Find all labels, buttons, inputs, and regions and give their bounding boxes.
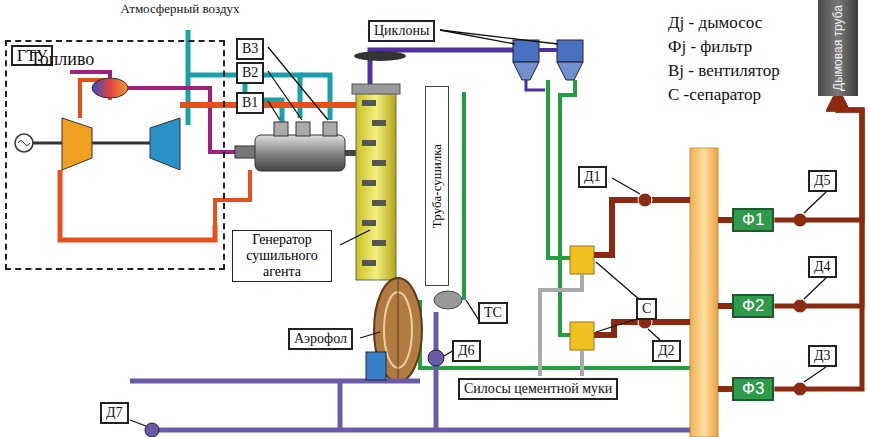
node-text: Д3: [814, 347, 831, 365]
node-text: Труба-сушилка: [429, 144, 445, 228]
callout-number: ТС: [478, 302, 508, 324]
filter-box: Ф1: [732, 208, 774, 232]
callout-number: Д2: [652, 340, 681, 362]
filter-box: Ф2: [732, 294, 774, 318]
hopper: [434, 291, 462, 309]
callout-number: Д7: [100, 402, 129, 424]
exhaust-pipe: [215, 170, 250, 225]
cement-lines: [540, 274, 582, 376]
node-text: Д7: [106, 404, 123, 422]
dryer-column: [352, 84, 400, 280]
callout-number: Д6: [452, 340, 481, 362]
callout-number: В1: [236, 92, 264, 114]
conveyor: [354, 51, 406, 61]
legend-row: Дj - дымосос: [668, 12, 762, 34]
fuel-pipes: [70, 72, 235, 152]
callout-label: Циклоны: [368, 20, 435, 42]
node-text: Д4: [814, 258, 831, 276]
free-label: Атмосферный воздух: [120, 2, 240, 16]
legend-row: Вj - вентилятор: [668, 60, 780, 82]
node-text: Дымовая труба: [831, 5, 845, 91]
node-text: Ф1: [742, 210, 764, 230]
node-text: Циклоны: [374, 22, 429, 40]
heat-exchanger: [366, 352, 386, 380]
callout-label: Генератор сушильного агента: [232, 230, 332, 282]
callout-number: Д4: [808, 256, 837, 278]
callout-number: Д1: [578, 166, 607, 188]
node-text: Силосы цементной муки: [464, 380, 612, 398]
node-text: В1: [242, 94, 258, 112]
separator: [570, 246, 594, 274]
air-return-pipes: [130, 312, 690, 430]
node-text: Генератор сушильного агента: [237, 232, 327, 280]
node-text: Д6: [458, 342, 475, 360]
legend-text: Фj - фильтр: [668, 37, 752, 56]
dryer-tube: Труба-сушилка: [425, 86, 449, 286]
callout-number: Д5: [808, 170, 837, 192]
node-text: Ф2: [742, 296, 764, 316]
leader-lines: [130, 30, 826, 426]
node-text: Д2: [658, 342, 675, 360]
node-text: Аэрофол: [294, 330, 347, 348]
fan-symbol: [638, 193, 807, 396]
separator: [570, 322, 594, 350]
gas-pipes: [594, 200, 732, 389]
legend-text: Дj - дымосос: [668, 13, 762, 32]
node-text: Д1: [584, 168, 601, 186]
free-label: Топливо: [30, 50, 94, 69]
callout-number: В2: [236, 62, 264, 84]
node-text: В2: [242, 64, 258, 82]
flue-gas-pipe: [774, 99, 862, 306]
fan-symbol: [145, 423, 159, 437]
flue-gas-pipe: [774, 99, 862, 220]
legend-row: С -сепаратор: [668, 84, 761, 106]
legend-row: Фj - фильтр: [668, 36, 752, 58]
gtu-region: ГТУ: [5, 40, 225, 270]
drying-agent-generator: [235, 122, 358, 171]
node-text: С: [642, 300, 651, 318]
callout-label: Аэрофол: [288, 328, 353, 350]
chimney: Дымовая труба: [818, 0, 858, 96]
product-lines: [420, 80, 690, 368]
node-text: ТС: [484, 304, 502, 322]
legend-text: Вj - вентилятор: [668, 61, 780, 80]
callout-number: В3: [236, 38, 264, 60]
fan-symbol: [428, 350, 444, 366]
filter-box: Ф3: [732, 377, 774, 401]
node-text: В3: [242, 40, 258, 58]
callout-number: С: [636, 298, 657, 320]
flue-gas-pipe: [774, 99, 862, 389]
callout-number: Д3: [808, 345, 837, 367]
legend-text: С -сепаратор: [668, 85, 761, 104]
callout-label: Силосы цементной муки: [458, 378, 618, 400]
node-text: Ф3: [742, 379, 764, 399]
collector-column: [690, 148, 718, 437]
node-text: Д5: [814, 172, 831, 190]
